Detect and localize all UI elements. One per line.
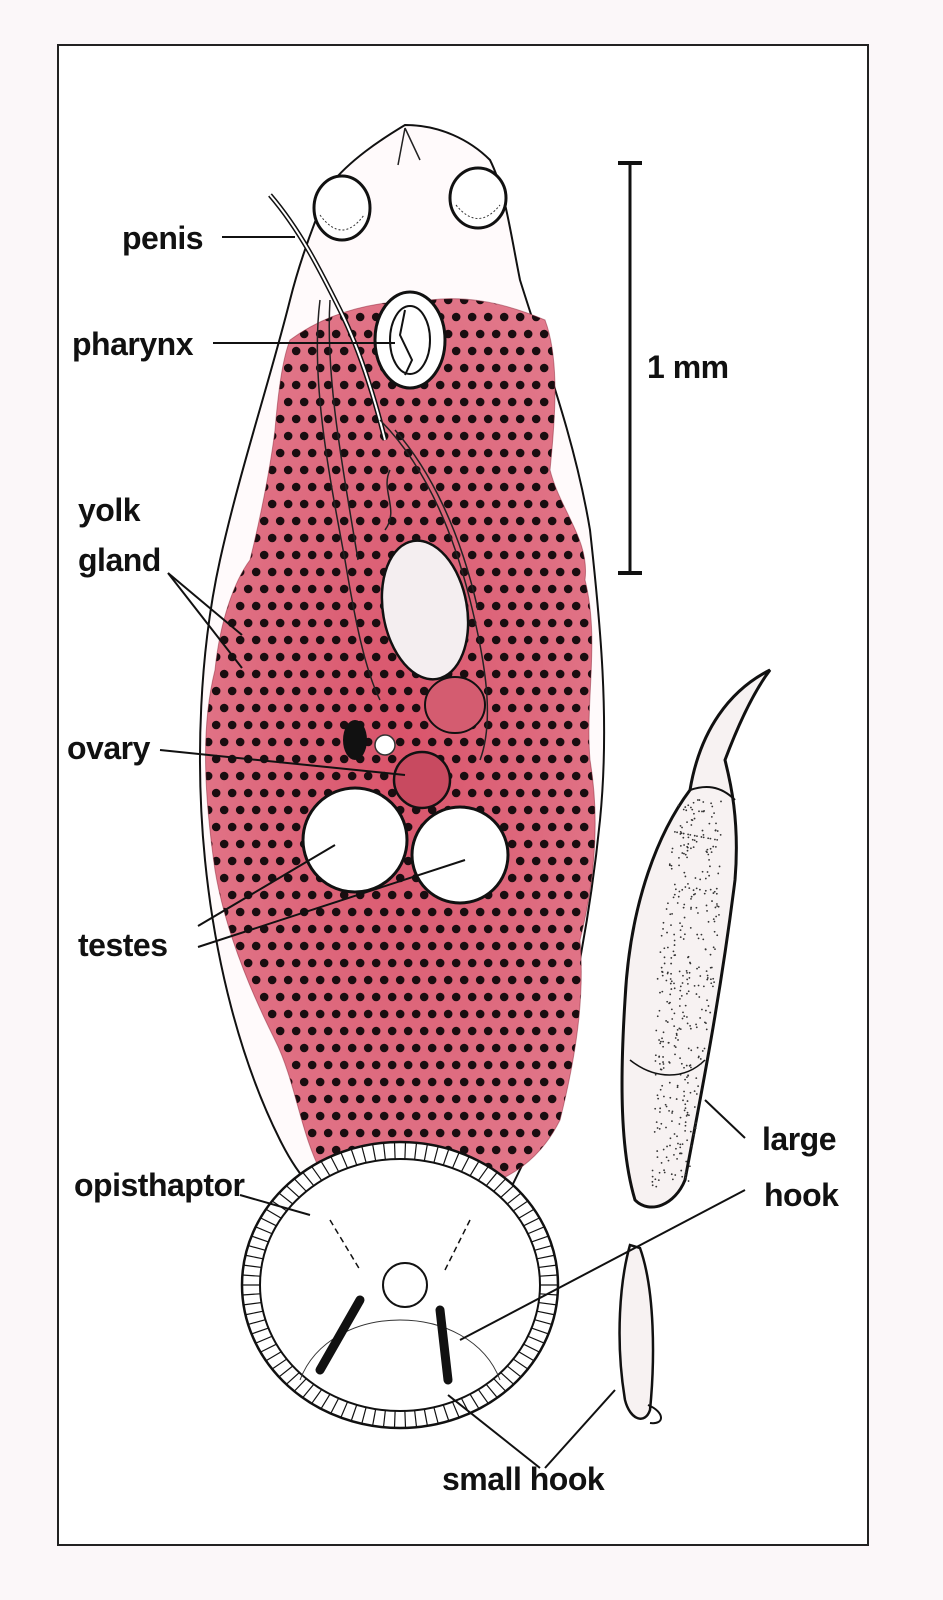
reproductive-ducts	[316, 299, 489, 761]
label-testes: testes	[78, 927, 168, 963]
small-hook-detail	[618, 1243, 662, 1425]
label-penis: penis	[122, 220, 204, 256]
label-small-hook: small hook	[442, 1461, 605, 1497]
label-large-hook-line1: large	[762, 1121, 836, 1157]
leader-lines	[159, 236, 746, 1469]
label-ovary: ovary	[67, 730, 150, 766]
label-yolk-gland-line2: gland	[78, 542, 161, 578]
testes	[301, 786, 510, 905]
anterior-suckers	[312, 127, 508, 242]
scale-bar	[618, 161, 642, 575]
pharynx	[373, 290, 447, 390]
oötype	[424, 676, 486, 734]
label-opisthaptor: opisthaptor	[74, 1167, 245, 1203]
scale-bar-label: 1 mm	[647, 349, 729, 385]
seminal-vesicle	[380, 539, 470, 681]
opisthaptor	[240, 1140, 560, 1430]
label-pharynx: pharynx	[72, 326, 193, 362]
large-hook-detail	[620, 668, 772, 1209]
label-yolk-gland-line1: yolk	[78, 492, 141, 528]
label-large-hook-line2: hook	[764, 1177, 839, 1213]
ovary	[392, 750, 452, 810]
